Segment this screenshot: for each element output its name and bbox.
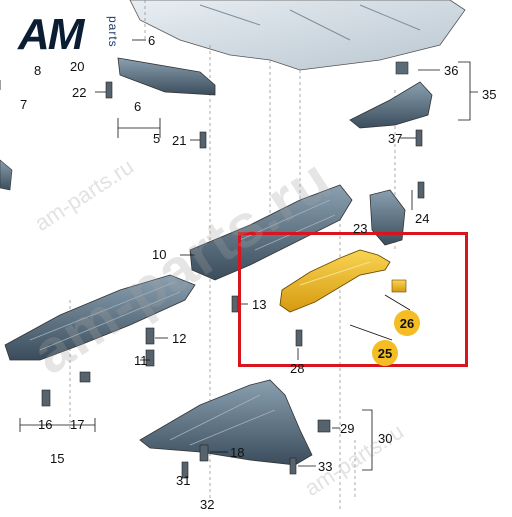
callout-29: 29 [340, 421, 355, 436]
callout-6a: 6 [148, 33, 156, 48]
callout-20: 20 [70, 59, 85, 74]
callout-37: 37 [388, 131, 403, 146]
callout-31: 31 [176, 473, 191, 488]
callout-13: 13 [252, 297, 267, 312]
highlighted-part-25 [279, 249, 391, 313]
floor-pan-top [129, 0, 466, 71]
bracket-23 [369, 189, 406, 246]
logo-main: AM [18, 10, 84, 59]
callout-24: 24 [415, 211, 430, 226]
callout-33: 33 [318, 459, 333, 474]
callout-10: 10 [152, 247, 167, 262]
callout-36: 36 [444, 63, 459, 78]
logo-sub: parts [106, 16, 120, 48]
callout-28: 28 [290, 361, 305, 376]
underbody-shield-30 [139, 379, 313, 466]
callout-21: 21 [172, 133, 187, 148]
callout-22: 22 [72, 85, 87, 100]
callout-5: 5 [153, 131, 161, 146]
callout-25: 25 [372, 340, 398, 366]
callout-23: 23 [353, 221, 368, 236]
logo: AM parts [8, 6, 143, 59]
callout-8: 8 [34, 63, 42, 78]
callout-6b: 6 [134, 99, 142, 114]
callout-11: 11 [134, 353, 148, 368]
callout-12: 12 [172, 331, 187, 346]
callout-17: 17 [70, 417, 85, 432]
highlight-box [238, 232, 468, 367]
bracket-6 [117, 57, 216, 96]
underbody-shield-15 [4, 274, 196, 361]
bracket-35 [349, 81, 433, 129]
callout-35: 35 [482, 87, 497, 102]
callout-18: 18 [230, 445, 245, 460]
callout-7: 7 [20, 97, 28, 112]
callout-30: 30 [378, 431, 393, 446]
callout-32: 32 [200, 497, 215, 512]
callout-16: 16 [38, 417, 53, 432]
callout-15: 15 [50, 451, 65, 466]
callout-26: 26 [394, 310, 420, 336]
